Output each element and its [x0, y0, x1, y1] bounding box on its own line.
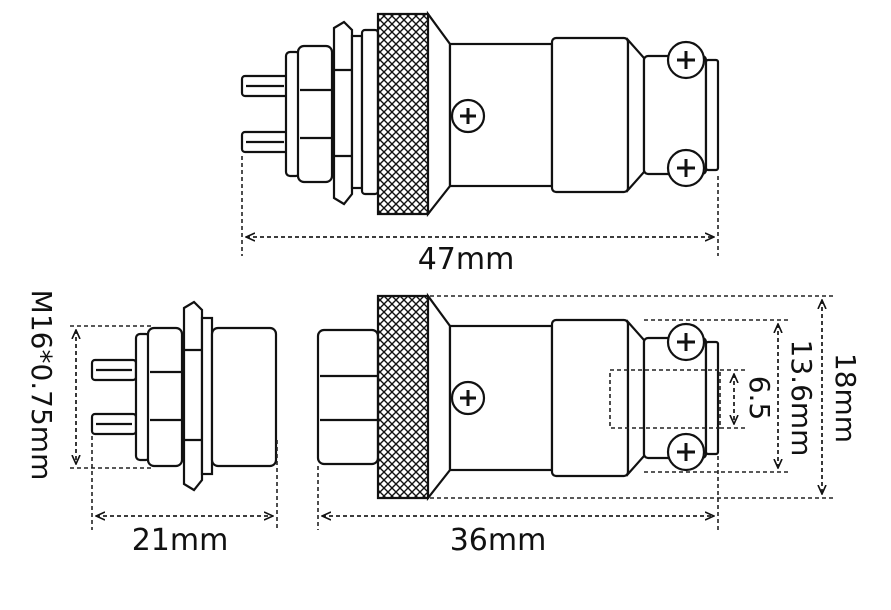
thread-size-label: M16*0.75mm [25, 290, 58, 481]
pin-contacts [240, 74, 290, 154]
plug-length-label: 36mm [450, 523, 547, 558]
total-length-label: 47mm [418, 242, 515, 277]
knurled-coupling-nut [376, 10, 452, 218]
socket-body [284, 20, 380, 206]
outer-diameter-label: 18mm [829, 353, 862, 443]
panel-socket-drawing: M16*0.75mm 21mm [25, 290, 278, 558]
socket-pin-contacts [90, 358, 138, 436]
clamp-width-label: 13.6mm [785, 340, 818, 457]
plug-barrel [448, 36, 646, 194]
assembled-connector-drawing: 47mm [240, 10, 720, 277]
cable-plug-drawing: 6.5 13.6mm 18mm 36mm [316, 292, 862, 558]
cable-clamp [642, 40, 720, 188]
socket-length-label: 21mm [132, 523, 229, 558]
cable-hole-label: 6.5 [743, 376, 776, 421]
